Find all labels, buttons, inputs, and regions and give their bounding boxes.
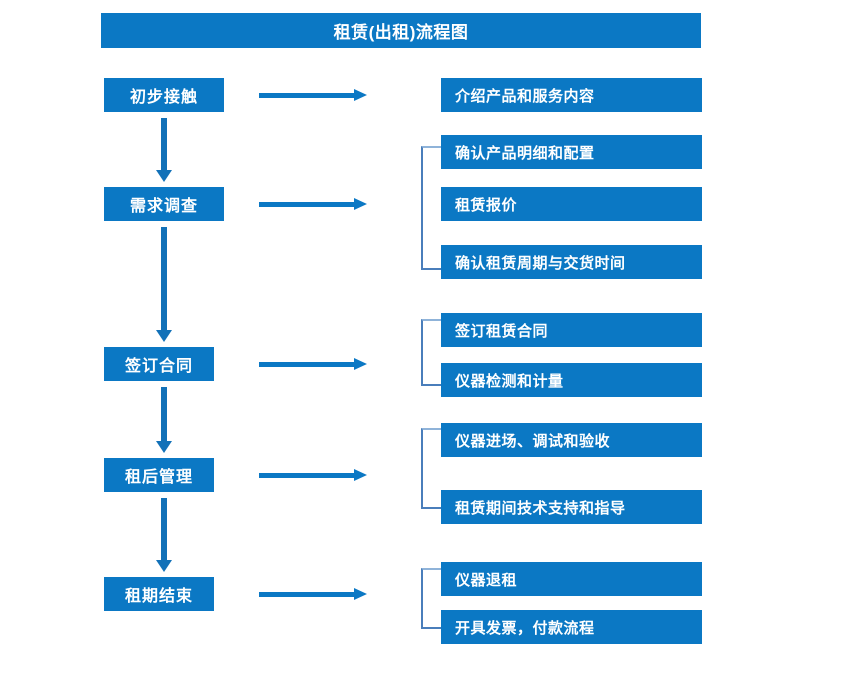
detail-box-confirm-rental-period[interactable]: 确认租赁周期与交货时间 bbox=[441, 245, 702, 279]
stage-box-demand-survey[interactable]: 需求调查 bbox=[104, 187, 224, 221]
down-arrow-icon-management-to-end bbox=[156, 498, 172, 572]
stage-box-post-rental-management[interactable]: 租后管理 bbox=[104, 458, 214, 492]
right-arrow-icon-rental-end bbox=[259, 586, 367, 602]
detail-box-confirm-product-details[interactable]: 确认产品明细和配置 bbox=[441, 135, 702, 169]
stage-box-rental-end[interactable]: 租期结束 bbox=[104, 577, 214, 611]
group-bracket-sign-contract bbox=[421, 319, 441, 386]
group-bracket-post-rental-management bbox=[421, 428, 441, 509]
detail-box-instrument-testing[interactable]: 仪器检测和计量 bbox=[441, 363, 702, 397]
right-arrow-icon-initial-contact bbox=[259, 87, 367, 103]
detail-box-introduce-products[interactable]: 介绍产品和服务内容 bbox=[441, 78, 702, 112]
right-arrow-icon-demand-survey bbox=[259, 196, 367, 212]
stage-box-initial-contact[interactable]: 初步接触 bbox=[104, 78, 224, 112]
down-arrow-icon-contact-to-survey bbox=[156, 118, 172, 182]
detail-box-invoice-payment[interactable]: 开具发票，付款流程 bbox=[441, 610, 702, 644]
stage-box-sign-contract[interactable]: 签订合同 bbox=[104, 347, 214, 381]
page-title: 租赁(出租)流程图 bbox=[101, 13, 701, 48]
right-arrow-icon-sign-contract bbox=[259, 356, 367, 372]
group-bracket-demand-survey bbox=[421, 146, 441, 270]
right-arrow-icon-post-rental-management bbox=[259, 467, 367, 483]
detail-box-sign-rental-contract[interactable]: 签订租赁合同 bbox=[441, 313, 702, 347]
group-bracket-rental-end bbox=[421, 568, 441, 629]
detail-box-instrument-return[interactable]: 仪器退租 bbox=[441, 562, 702, 596]
down-arrow-icon-survey-to-contract bbox=[156, 227, 172, 342]
detail-box-technical-support[interactable]: 租赁期间技术支持和指导 bbox=[441, 490, 702, 524]
detail-box-instrument-installation[interactable]: 仪器进场、调试和验收 bbox=[441, 423, 702, 457]
detail-box-rental-quotation[interactable]: 租赁报价 bbox=[441, 187, 702, 221]
down-arrow-icon-contract-to-management bbox=[156, 387, 172, 453]
